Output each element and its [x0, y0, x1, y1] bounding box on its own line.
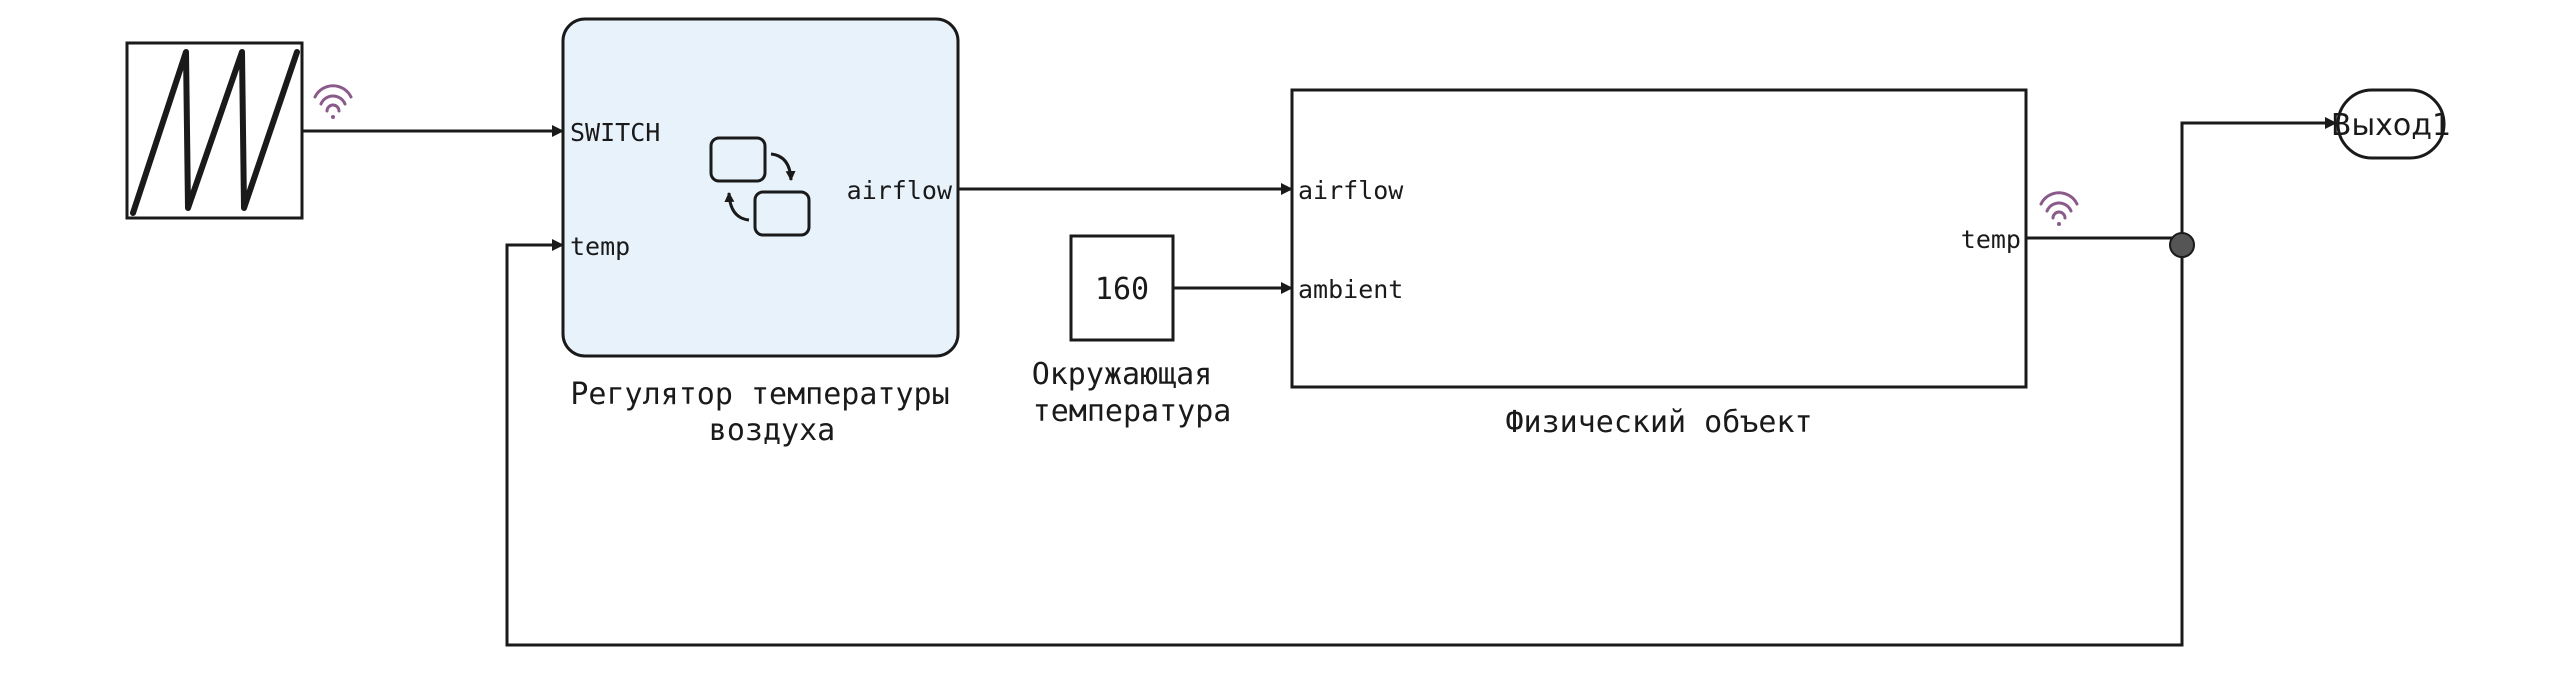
constant-value: 160 — [1095, 272, 1149, 307]
port-label-switch: SWITCH — [570, 118, 660, 147]
line-junction-to-outport[interactable] — [2180, 117, 2337, 238]
constant-block[interactable]: 160 — [1069, 234, 1175, 342]
port-label-airflow-out: airflow — [847, 176, 953, 205]
outport-block[interactable]: Выход1 — [2331, 88, 2451, 160]
controller-block[interactable]: SWITCH temp airflow — [561, 17, 960, 358]
stateflow-chart-icon — [709, 136, 811, 237]
port-label-airflow-in: airflow — [1298, 176, 1404, 205]
sawtooth-wave-icon — [130, 49, 300, 216]
port-label-temp-out: temp — [1961, 225, 2021, 254]
sawtooth-source-block[interactable] — [125, 41, 304, 220]
constant-label-line2: температура — [1033, 394, 1232, 429]
branch-junction — [2169, 232, 2195, 258]
constant-label-line1: Окружающая — [1032, 357, 1213, 392]
controller-label-line2: воздуха — [709, 413, 835, 448]
controller-label-line1: Регулятор температуры — [570, 377, 949, 412]
plant-label: Физический объект — [1505, 405, 1812, 440]
port-label-temp-in: temp — [570, 232, 630, 261]
port-label-ambient: ambient — [1298, 275, 1403, 304]
line-feedback-temp[interactable] — [505, 238, 2184, 647]
outport-label: Выход1 — [2331, 108, 2451, 143]
signal-lines — [302, 117, 2337, 647]
wireless-signal-icon — [313, 84, 353, 119]
wireless-signal-icon — [2039, 191, 2079, 226]
plant-block[interactable]: airflow ambient temp — [1290, 88, 2028, 389]
